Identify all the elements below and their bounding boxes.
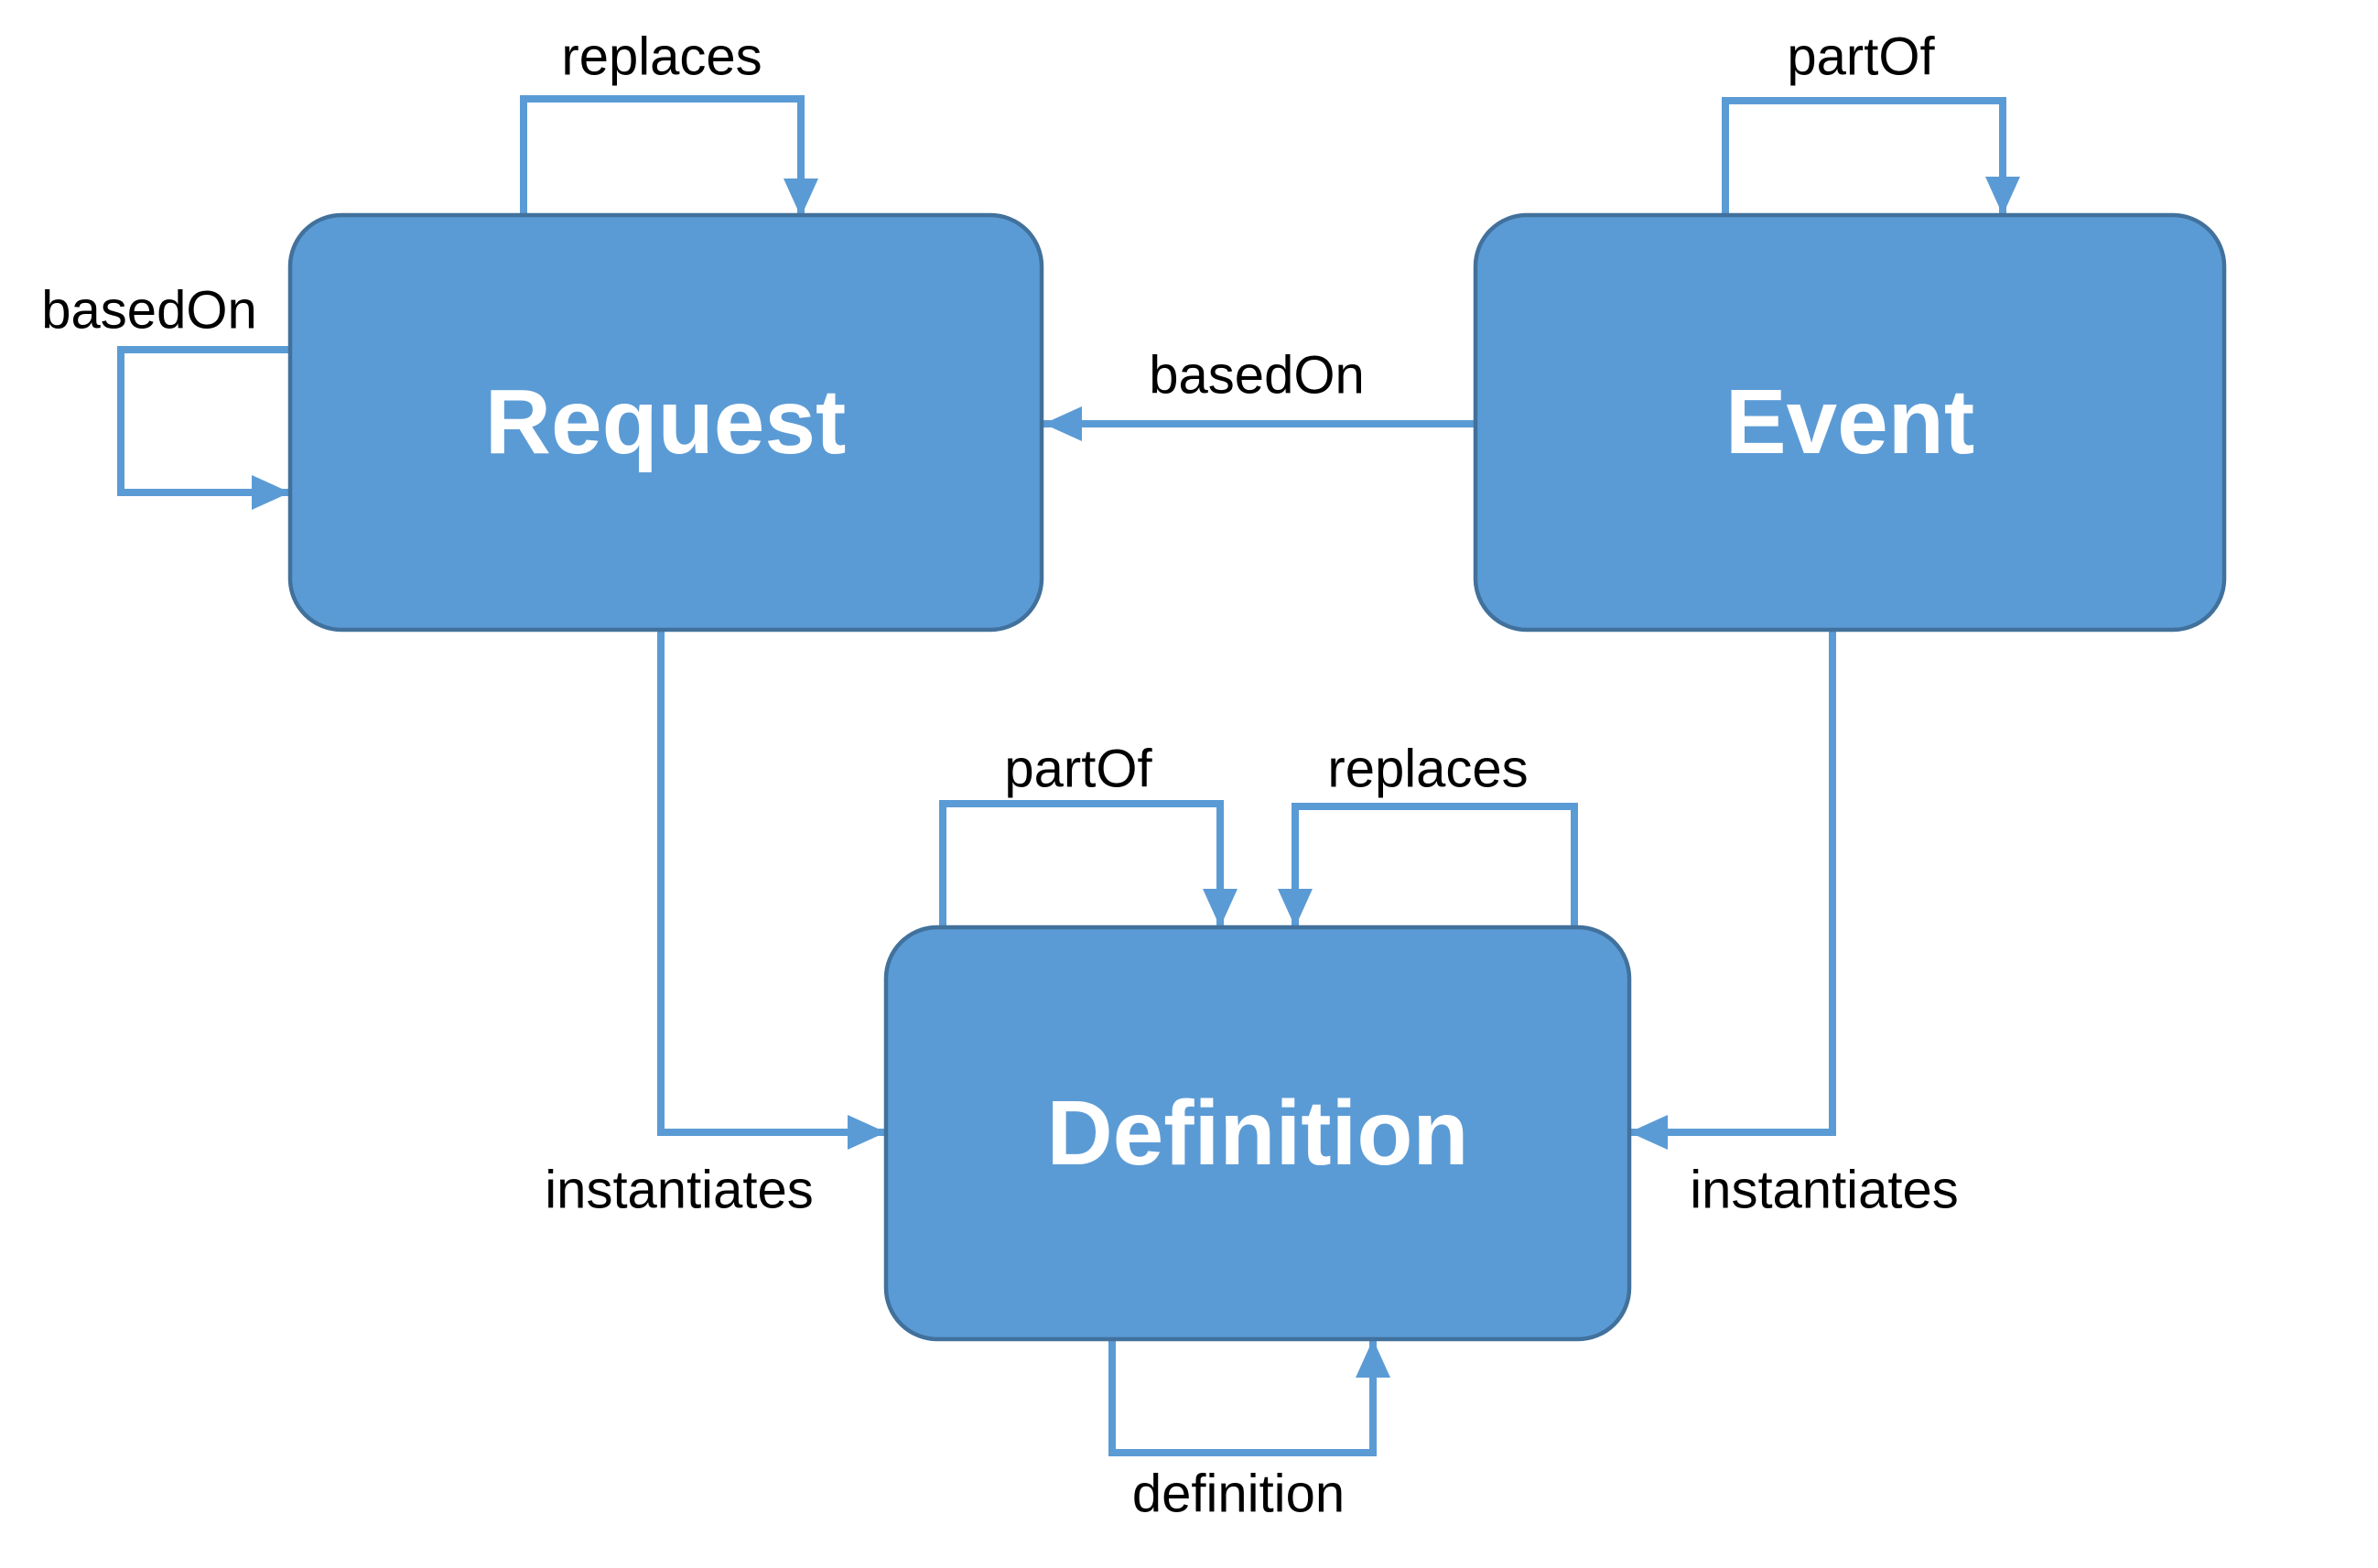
edge-partof-event [1722,97,2020,215]
edge-partof-definition [939,800,1238,927]
event-node: Event [1473,212,2227,633]
request-node-label: Request [485,371,847,473]
edge-replaces-definition [1278,803,1578,927]
edge-label-partof-definition: partOf [1004,740,1152,799]
event-node-box [1473,212,2227,633]
edge-label-instantiates-request: instantiates [545,1161,813,1220]
edge-definition-self [1108,1339,1390,1456]
definition-node: Definition [883,925,1632,1342]
request-node: Request [287,212,1044,633]
definition-node-box [883,925,1632,1342]
edge-label-basedon-event-to-request: basedOn [1149,346,1364,406]
edge-label-instantiates-event: instantiates [1690,1161,1958,1220]
edge-instantiates-request-to-definition [657,630,886,1150]
edge-label-basedon-request-self: basedOn [41,281,256,341]
edge-basedon-request-self [117,346,290,510]
edge-label-replaces-definition: replaces [1327,740,1528,799]
edge-instantiates-event-to-definition [1629,630,1836,1150]
edge-replaces-request [520,95,818,217]
definition-node-label: Definition [1046,1082,1468,1184]
edge-label-definition-self: definition [1132,1465,1345,1524]
event-node-label: Event [1725,371,1974,473]
request-node-box [287,212,1044,633]
edge-label-partof-event: partOf [1787,27,1935,87]
edge-label-replaces-request: replaces [561,27,762,87]
